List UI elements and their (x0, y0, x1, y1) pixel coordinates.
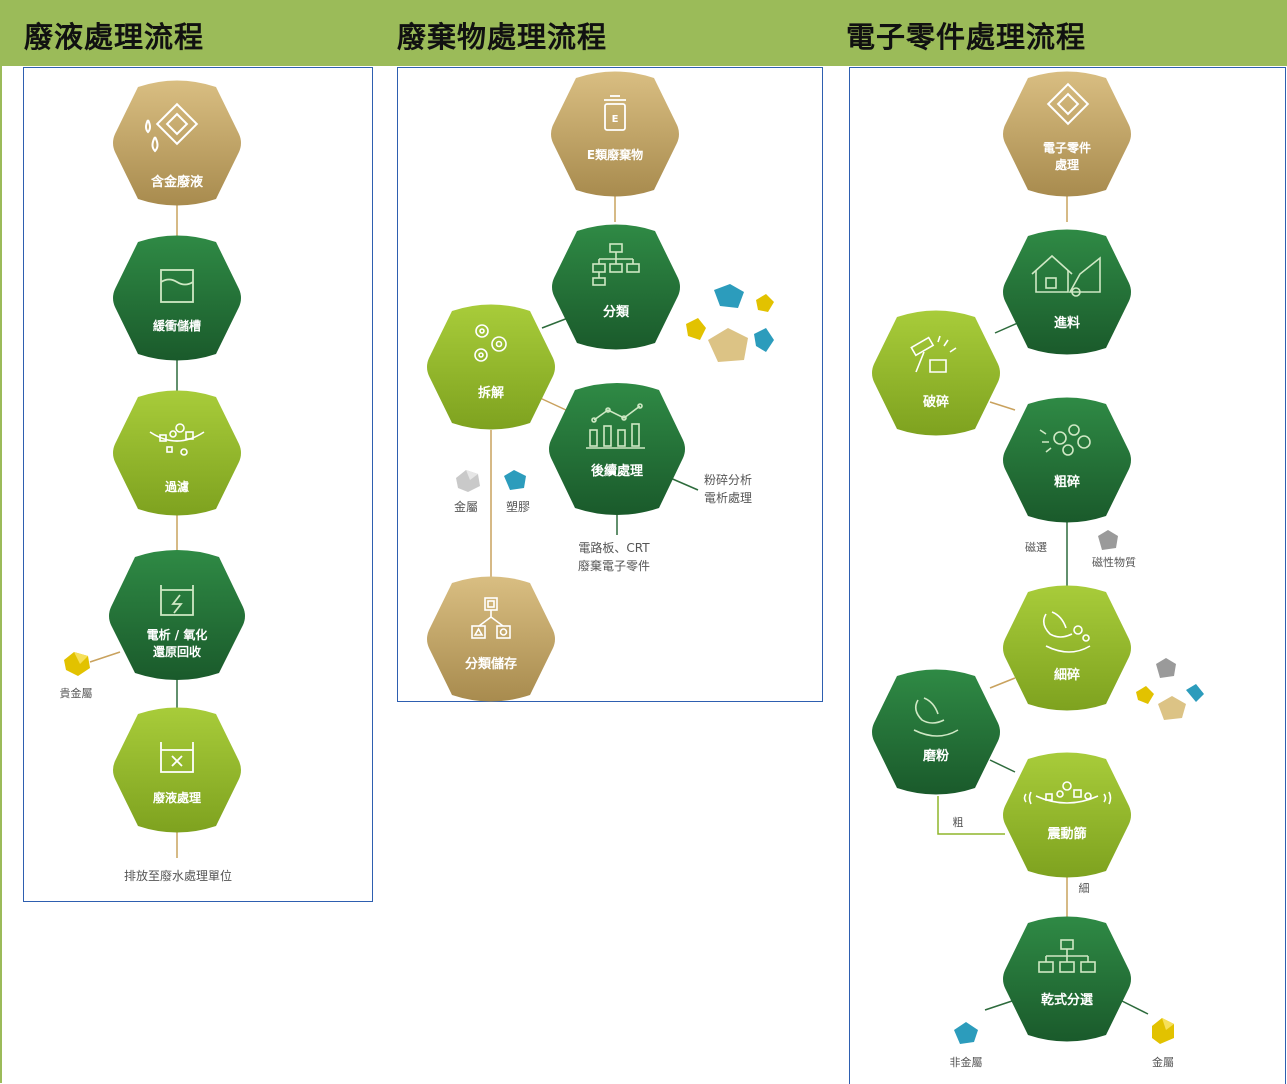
scrap-gems (686, 284, 774, 362)
node-label-milling: 磨粉 (923, 748, 949, 764)
node-label-post-process: 後續處理 (591, 463, 643, 479)
discharge-label: 排放至廢水處理單位 (124, 868, 232, 883)
bin-icon (604, 95, 626, 131)
node-label-electronic-top-2: 處理 (1055, 157, 1079, 172)
bar-chart-icon (586, 403, 645, 449)
hierarchy-icon-2 (1038, 939, 1096, 973)
grinder-icon (1042, 611, 1091, 653)
node-electrolysis: 電析 / 氧化 還原回收 (109, 550, 245, 680)
node-label-fine-crush: 細碎 (1054, 667, 1080, 683)
pcb-note-2: 廢棄電子零件 (578, 558, 650, 573)
magnetic-gem: 磁性物質 (1092, 530, 1136, 569)
hierarchy-icon (592, 243, 640, 286)
nonmetal-gem: 非金屬 (950, 1022, 983, 1069)
filter-icon (149, 423, 205, 456)
hammer-icon (910, 335, 957, 373)
sorted-storage-icon (471, 597, 511, 639)
node-label-buffer-tank: 緩衝儲槽 (153, 318, 201, 333)
tank-icon (160, 269, 194, 303)
precious-metal-label: 貴金屬 (60, 686, 93, 700)
node-label-dry-separation: 乾式分選 (1041, 992, 1093, 1008)
node-label-electronic-top-1: 電子零件 (1043, 140, 1091, 155)
magnetic-material-label: 磁性物質 (1092, 555, 1136, 569)
metal-gem: 金屬 (1152, 1018, 1174, 1069)
node-label-reduction: 還原回收 (153, 644, 201, 659)
magnetic-sep-label: 磁選 (1025, 541, 1047, 554)
node-post-process: 後續處理 (549, 383, 685, 515)
mill-icon (913, 697, 959, 737)
node-label-crush: 破碎 (923, 394, 949, 410)
particles-icon (1039, 424, 1091, 456)
node-label-sorted-storage: 分類儲存 (465, 656, 517, 672)
droplet-maze-icon (145, 102, 199, 153)
node-vibrating-screen: 震動篩 (1003, 752, 1131, 878)
node-label-classify: 分類 (603, 304, 630, 320)
node-label-filter: 過濾 (164, 479, 189, 494)
bin-letter: E (612, 114, 619, 125)
title-electronic-process: 電子零件處理流程 (846, 20, 1087, 54)
node-label-liquid-treatment: 廢液處理 (153, 790, 201, 805)
fine-gems (1136, 658, 1204, 720)
nonmetal-label: 非金屬 (950, 1055, 983, 1069)
node-buffer-tank: 緩衝儲槽 (113, 235, 241, 361)
node-label-gold-liquid: 含金廢液 (150, 174, 203, 190)
node-label-feed: 進料 (1054, 315, 1080, 331)
vibrating-screen-icon (1023, 781, 1112, 805)
electronic-metal-label: 金屬 (1152, 1055, 1174, 1069)
node-disassemble: 拆解 (427, 304, 555, 430)
node-label-coarse-crush: 粗碎 (1054, 474, 1080, 490)
liquid-connectors (89, 200, 178, 858)
node-classify: 分類 (552, 224, 680, 350)
node-label-electrolysis: 電析 / 氧化 (147, 627, 208, 642)
coarse-label: 粗 (953, 816, 964, 829)
node-gold-liquid: 含金廢液 (113, 80, 241, 206)
node-coarse-crush: 粗碎 (1003, 397, 1131, 523)
node-e-waste: E E類廢棄物 (551, 71, 679, 197)
metal-label: 金屬 (454, 499, 478, 514)
node-liquid-treatment: 廢液處理 (113, 707, 241, 833)
post-note-1: 粉碎分析 (704, 472, 752, 487)
tank-x-icon (160, 742, 194, 773)
electronic-connectors (937, 192, 1149, 1015)
node-sorted-storage: 分類儲存 (427, 576, 555, 702)
electrolysis-icon (160, 585, 194, 616)
node-fine-crush: 細碎 (1003, 585, 1131, 711)
node-feed: 進料 (1003, 229, 1131, 355)
title-waste-process: 廢棄物處理流程 (397, 20, 608, 54)
node-dry-separation: 乾式分選 (1003, 916, 1131, 1042)
header-bar (0, 0, 1287, 66)
node-electronic-top: 電子零件 處理 (1003, 71, 1131, 197)
title-liquid-process: 廢液處理流程 (24, 20, 205, 54)
gears-icon (474, 324, 507, 362)
node-filter: 過濾 (113, 390, 241, 516)
house-truck-icon (1031, 254, 1101, 297)
node-label-disassemble: 拆解 (478, 385, 504, 401)
plastic-label: 塑膠 (506, 499, 530, 514)
table-left-border (0, 66, 2, 1083)
metal-plastic-gems: 金屬 塑膠 (454, 470, 530, 514)
node-label-vibrating-screen: 震動篩 (1046, 826, 1086, 842)
node-crush: 破碎 (872, 310, 1000, 436)
maze-icon (1046, 82, 1090, 126)
precious-metal-gem: 貴金屬 (60, 652, 93, 700)
node-milling: 磨粉 (872, 669, 1000, 795)
pcb-note-1: 電路板、CRT (578, 540, 650, 555)
post-note-2: 電析處理 (704, 491, 752, 505)
fine-label: 細 (1079, 882, 1090, 895)
node-label-e-waste: E類廢棄物 (587, 147, 643, 162)
